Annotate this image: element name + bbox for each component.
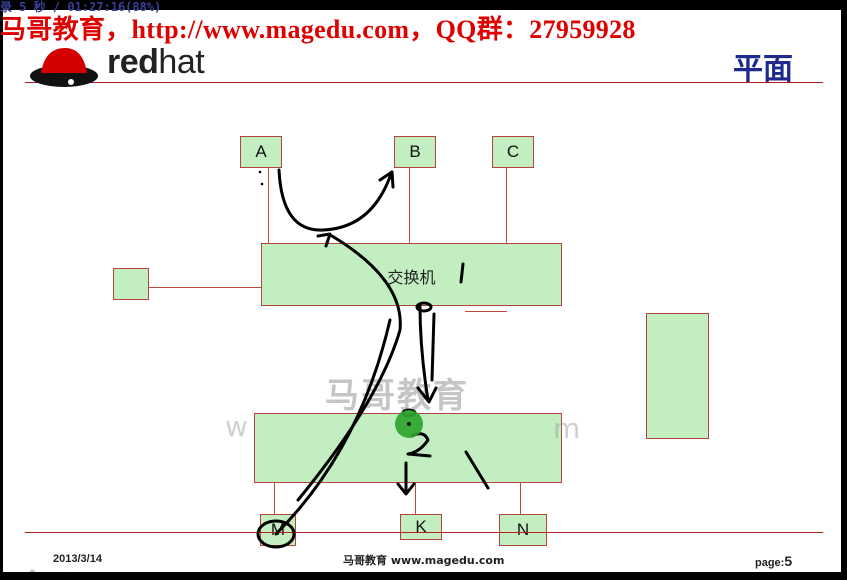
link-switch2-n	[520, 482, 521, 514]
prev-slide-icon[interactable]: ⇦	[13, 567, 23, 572]
slide-menu-icon[interactable]: ▭	[45, 567, 56, 572]
www-watermark-left: w	[225, 410, 248, 443]
link-c-switch	[506, 167, 507, 243]
node-n: N	[499, 514, 547, 546]
footer-center-text: 马哥教育 www.magedu.com	[343, 554, 505, 567]
redhat-shadowman-icon	[30, 48, 98, 87]
redhat-logo-text: redhat	[107, 43, 205, 81]
link-b-switch	[409, 167, 410, 243]
switch-box-lower	[254, 413, 562, 483]
header-rule	[25, 82, 823, 83]
pen-icon[interactable]: ✎	[29, 567, 39, 572]
slide-nav: ⇦ ✎ ▭ ⇨	[13, 567, 73, 572]
node-right-tall	[646, 313, 709, 439]
node-c: C	[492, 136, 534, 168]
switch-box: 交换机	[261, 243, 562, 306]
link-stub	[465, 311, 507, 312]
top-watermark: 马哥教育，http://www.magedu.com，QQ群：27959928	[0, 15, 636, 44]
center-watermark: 马哥教育	[325, 376, 469, 416]
footer-rule	[25, 532, 823, 533]
next-slide-icon[interactable]: ⇨	[62, 567, 72, 572]
recording-timer: 录 5 秒 / 01:27:16(88%)	[0, 0, 162, 14]
page-indicator: page:5	[755, 553, 793, 569]
link-left-switch	[148, 287, 261, 288]
slide: redhat 平面 A B C 交换机 M K N 马哥教育 w m 2013/…	[3, 10, 841, 572]
node-left	[113, 268, 149, 300]
slide-title: 平面	[733, 53, 793, 86]
node-b: B	[394, 136, 436, 168]
www-watermark-right: m	[553, 412, 581, 445]
footer-date: 2013/3/14	[53, 553, 102, 565]
link-switch2-k	[415, 482, 416, 514]
link-a-switch	[268, 167, 269, 243]
node-a: A	[240, 136, 282, 168]
link-switch2-m	[274, 482, 275, 514]
node-m: M	[260, 514, 296, 546]
node-k: K	[400, 514, 442, 540]
